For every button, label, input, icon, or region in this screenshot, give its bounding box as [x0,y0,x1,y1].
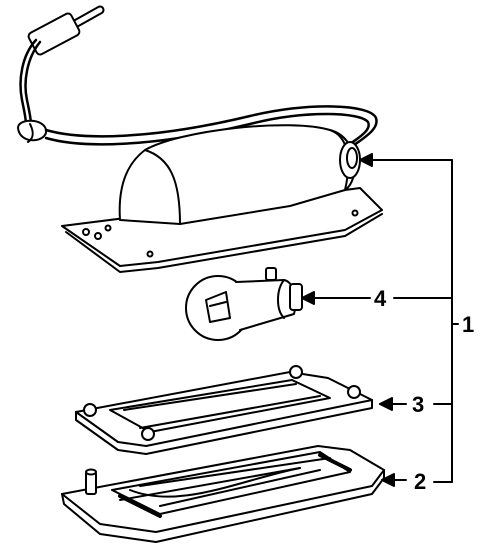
wire-harness [17,5,378,150]
callout-4: 4 [374,286,387,311]
lens [61,445,385,543]
callout-1: 1 [462,312,474,337]
gasket [75,365,373,455]
lamp-housing [61,124,383,273]
bulb [185,267,303,341]
callout-3: 3 [412,392,424,417]
leader-lines [301,153,459,487]
callout-2: 2 [414,469,426,494]
